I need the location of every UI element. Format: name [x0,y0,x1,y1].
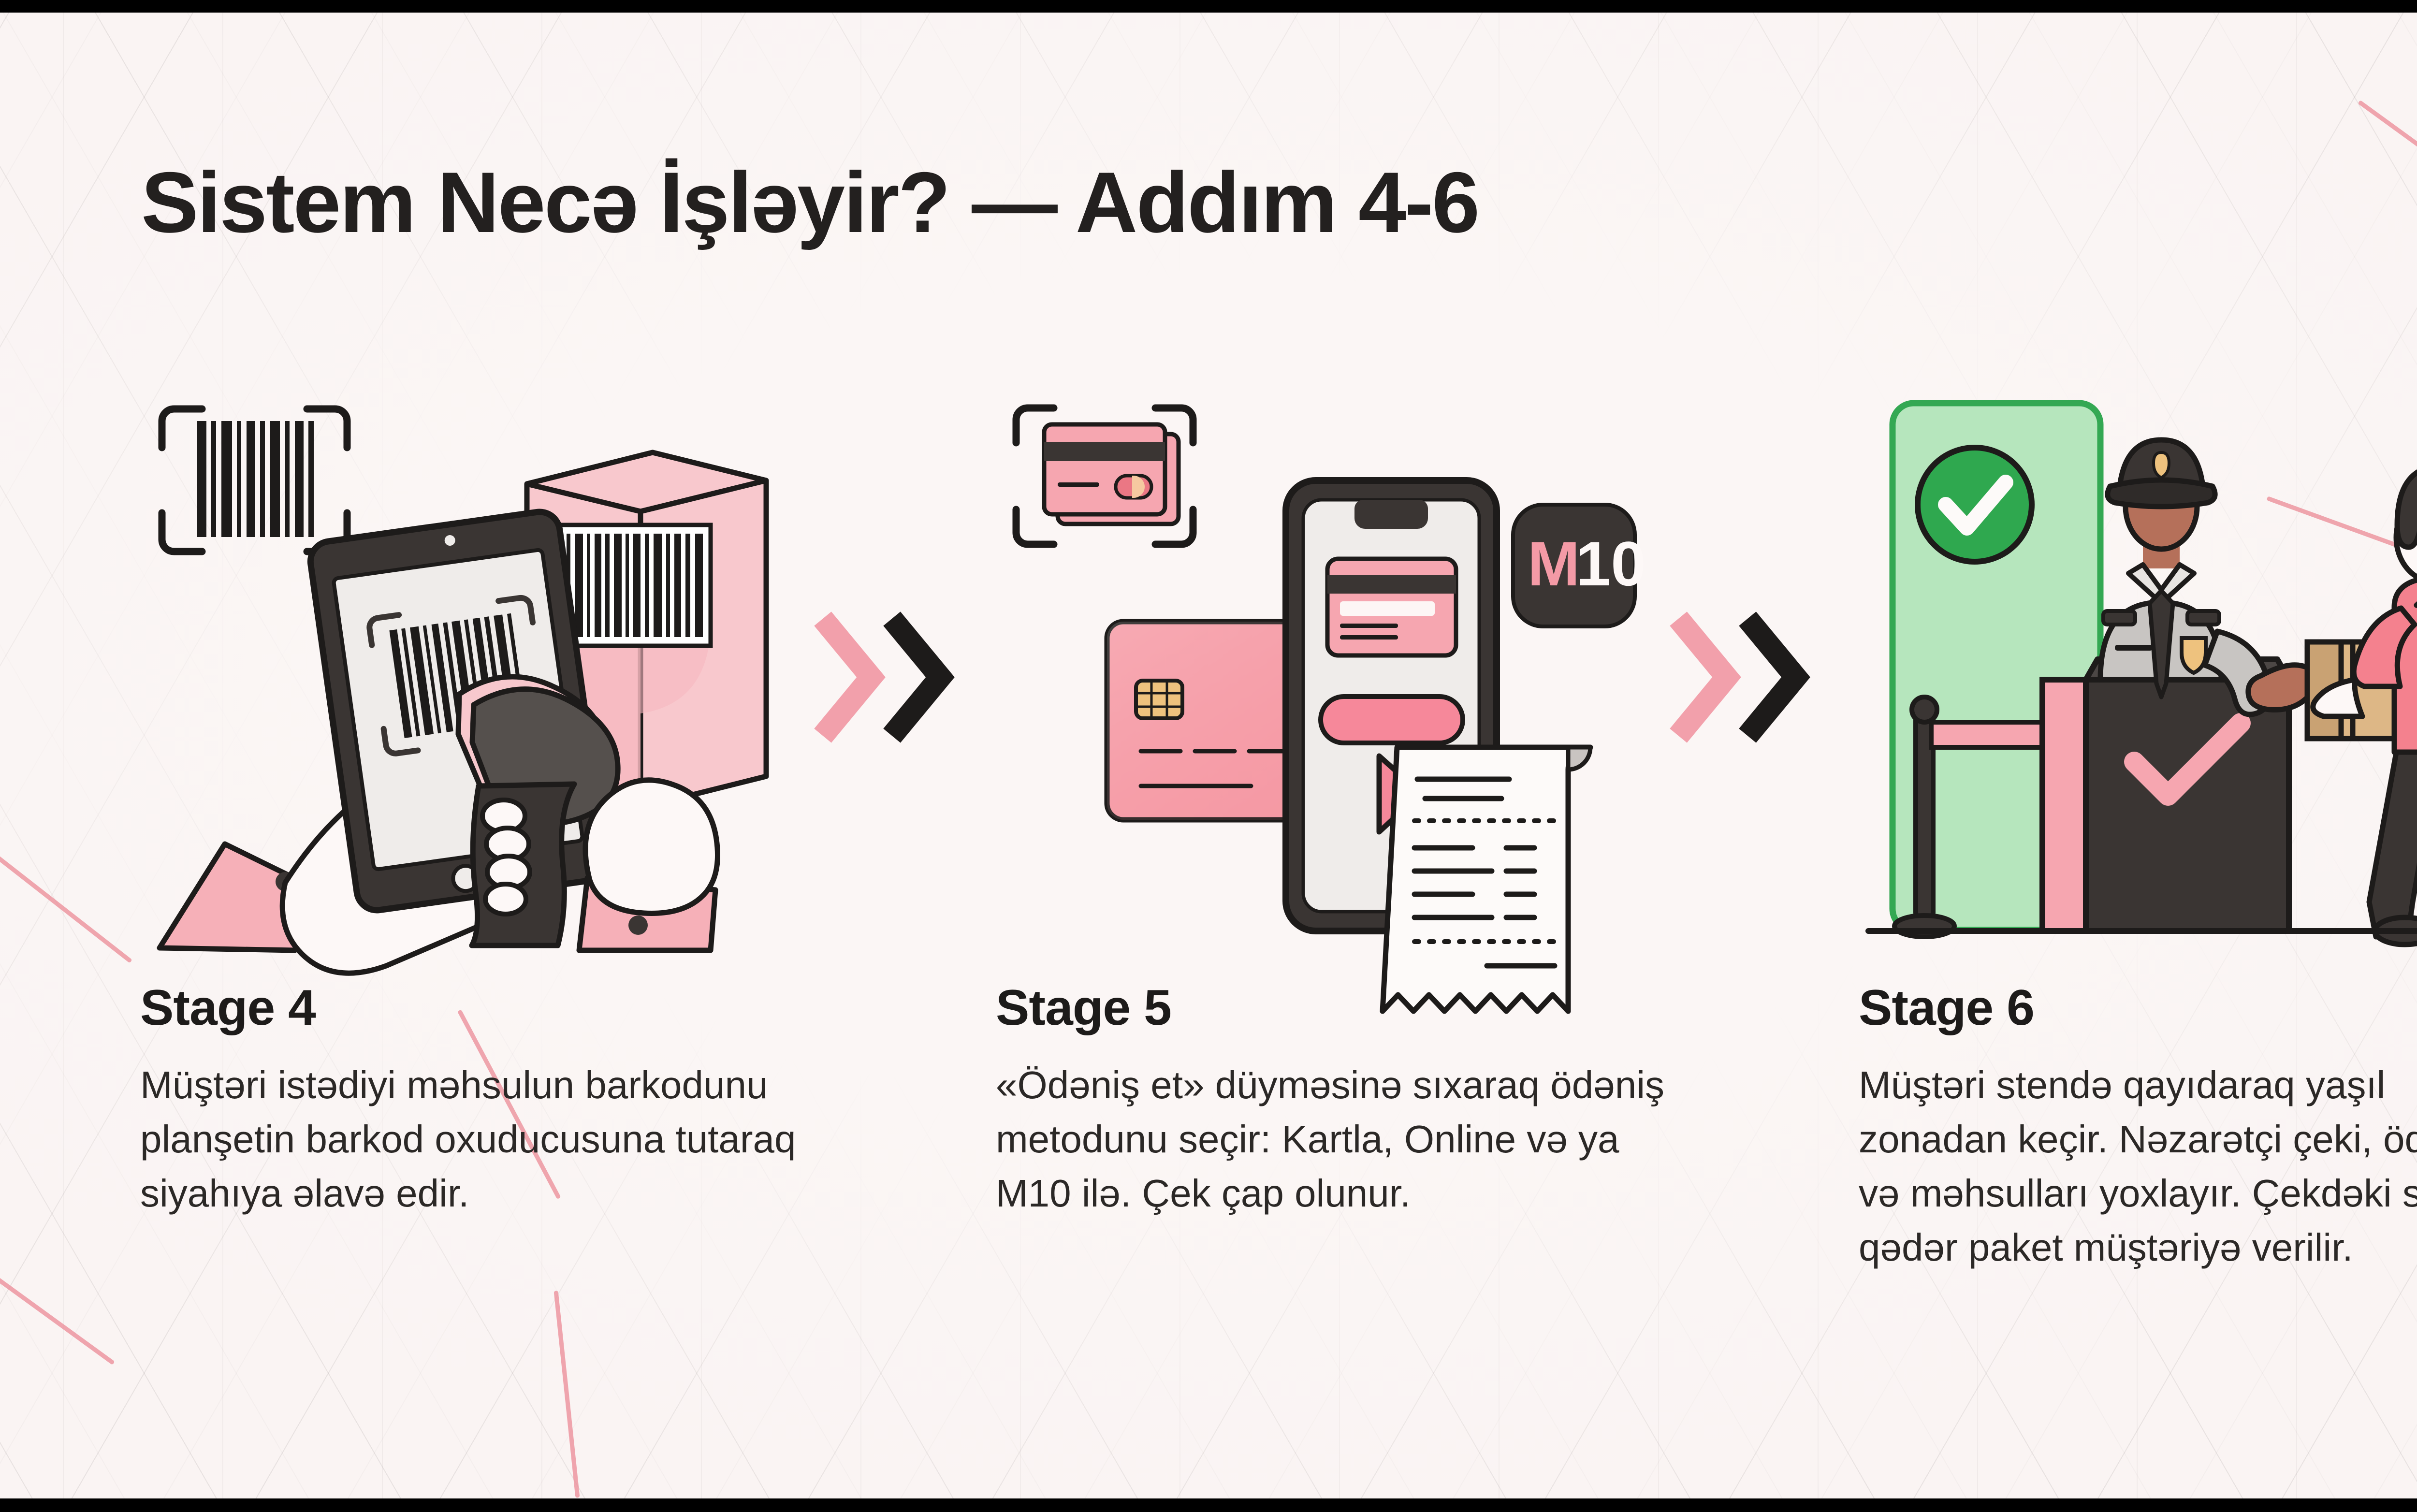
stage-body-4: Müştəri istədiyi məhsulun barkodunu plan… [140,1063,796,1215]
stage-column-6: Stage 6 Müştəri stendə qayıdaraq yaşıl z… [1859,380,2417,1275]
m10-logo-ten: 10 [1576,528,1646,599]
illustration-barcode-scanning [140,380,783,976]
page-title: Sistem Necə İşləyir? — Addım 4-6 [141,154,1480,250]
mini-card-front-icon [1042,422,1167,517]
security-guard-figure [2097,437,2320,717]
stage-heading-6: Stage 6 [1859,980,2035,1036]
stage-body-5: «Ödəniş et» düyməsinə sıxaraq ödəniş met… [996,1063,1665,1215]
phone-card-widget [1325,556,1458,658]
barcode-glyph-standalone [197,421,314,537]
chevron-right-icon-dark [883,611,955,743]
stage-heading-4: Stage 4 [140,980,316,1036]
stage-column-4: Stage 4 Müştəri istədiyi məhsulun barkod… [140,380,827,1221]
stage-heading-5: Stage 5 [996,980,1172,1036]
green-check-badge [1915,445,2035,565]
cap-badge-icon [2152,451,2171,480]
stage-column-5: M 10 [996,380,1682,1221]
illustration-checkpoint [1859,380,2417,950]
m10-logo: M 10 [1511,503,1646,628]
stage-separator-1 [814,611,955,743]
stages-row: Stage 4 Müştəri istədiyi məhsulun barkod… [0,380,2417,1443]
accent-line-top-right [2358,100,2417,226]
letterbox-bottom-bar [0,1498,2417,1512]
chevron-right-icon-pink [814,611,886,743]
stage-body-6: Müştəri stendə qayıdaraq yaşıl zonadan k… [1859,1063,2417,1269]
shield-badge-icon [2180,636,2208,675]
m10-logo-m: M [1528,528,1580,599]
infographic-canvas: Sistem Necə İşləyir? — Addım 4-6 [0,13,2417,1498]
letterbox-top-bar [0,0,2417,13]
phone-pay-button [1318,694,1465,745]
illustration-payment: M 10 [996,380,1646,1014]
stage-separator-2 [1670,611,1810,743]
chevron-right-icon-dark-2 [1739,611,1810,743]
printed-receipt [1380,744,1593,1014]
chevron-right-icon-pink-2 [1670,611,1741,743]
